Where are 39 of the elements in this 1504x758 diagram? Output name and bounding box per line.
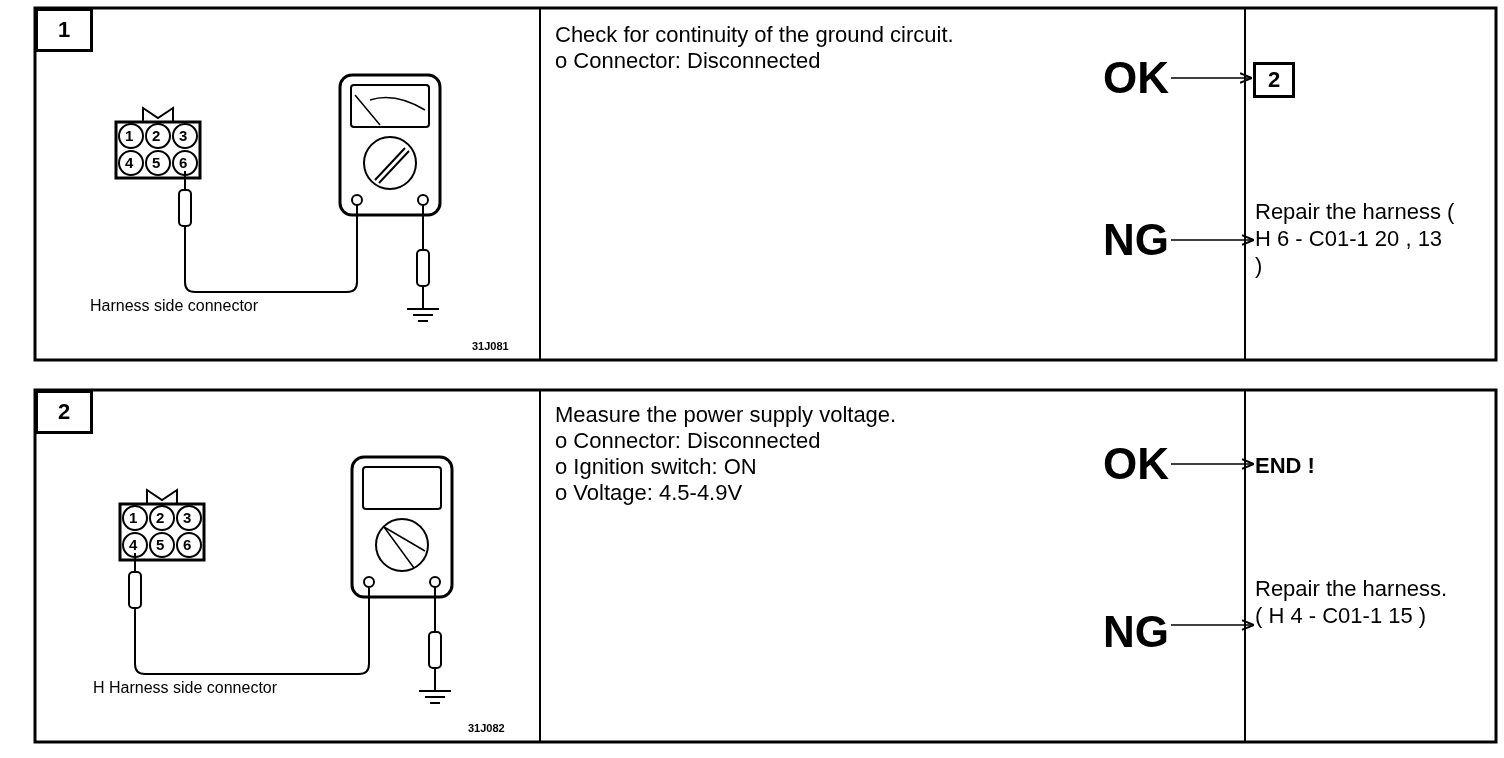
pin-number: 2 — [156, 509, 165, 526]
result-label: NG — [1103, 608, 1169, 656]
connector-caption: Harness side connector — [90, 297, 259, 315]
result-text: END ! — [1255, 452, 1315, 479]
reference-box — [1253, 62, 1295, 98]
pin-number: 4 — [129, 536, 138, 553]
arrow — [1170, 234, 1255, 246]
check-item: o Voltage: 4.5-4.9V — [555, 480, 744, 506]
step-number: 2 — [57, 399, 71, 425]
step-number-box — [35, 8, 93, 52]
result-label: OK — [1103, 54, 1169, 102]
instruction-text: Measure the power supply voltage. — [555, 402, 897, 428]
pin-number: 5 — [156, 536, 165, 553]
instruction-text: Check for continuity of the ground circuit. — [555, 22, 955, 48]
check-item: o Connector: Disconnected — [555, 428, 822, 454]
arrow — [1170, 619, 1255, 631]
step-number-box — [35, 390, 93, 434]
arrow — [1170, 458, 1255, 470]
figure-code: 31J082 — [468, 722, 505, 734]
connector-caption: H Harness side connector — [93, 679, 278, 697]
figure-code: 31J081 — [472, 340, 509, 352]
step-reference: 2 — [1267, 67, 1281, 93]
pin-number: 2 — [152, 127, 161, 144]
result-label: NG — [1103, 216, 1169, 264]
step-number: 1 — [57, 17, 71, 43]
pin-number: 6 — [183, 536, 192, 553]
pin-number: 1 — [125, 127, 134, 144]
check-item: o Ignition switch: ON — [555, 454, 758, 480]
pin-number: 3 — [179, 127, 188, 144]
pin-number: 6 — [179, 154, 188, 171]
result-label: OK — [1103, 440, 1169, 488]
result-text: Repair the harness. ( H 4 - C01-1 15 ) — [1255, 575, 1455, 629]
pin-number: 1 — [129, 509, 138, 526]
check-item: o Connector: Disconnected — [555, 48, 822, 74]
pin-number: 4 — [125, 154, 134, 171]
arrow — [1170, 72, 1253, 84]
pin-number: 5 — [152, 154, 161, 171]
result-text: Repair the harness ( H 6 - C01-1 20 , 13 ) — [1255, 198, 1455, 279]
pin-number: 3 — [183, 509, 192, 526]
